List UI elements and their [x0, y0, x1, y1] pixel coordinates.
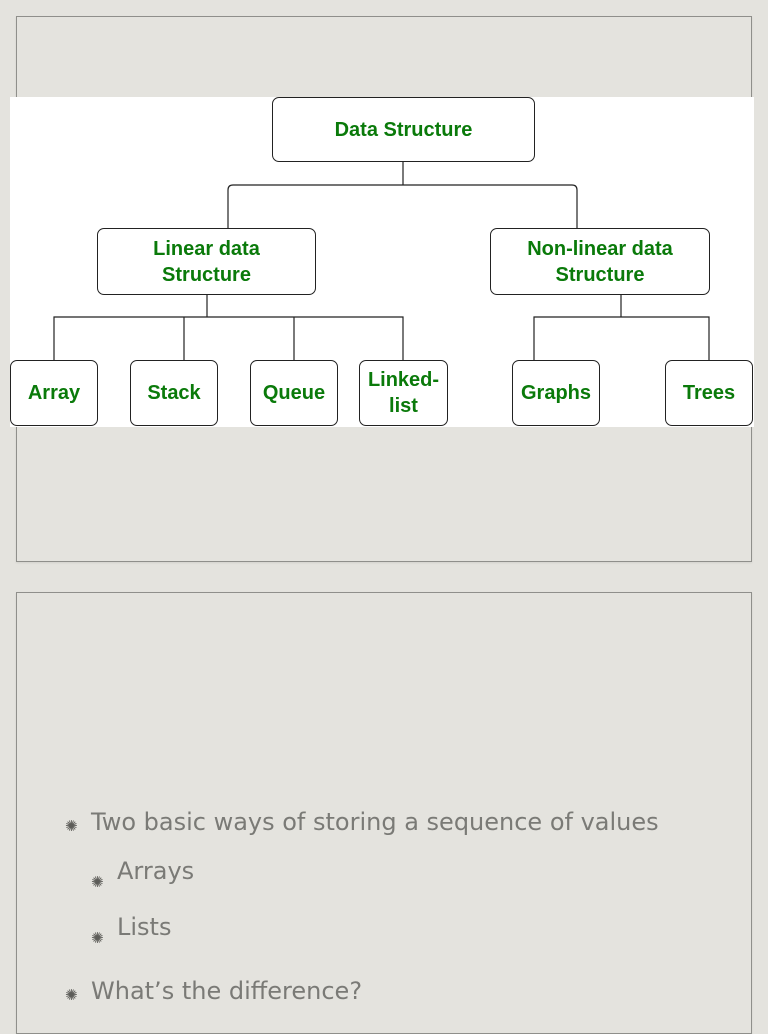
sub-bullet-item: Arrays — [117, 857, 195, 885]
asterisk-bullet-icon: ✺ — [91, 929, 104, 947]
bullet-item: What’s the difference? — [91, 977, 363, 1005]
bullet-item: Two basic ways of storing a sequence of … — [91, 808, 659, 836]
node-stack: Stack — [130, 360, 218, 426]
node-graphs: Graphs — [512, 360, 600, 426]
node-trees: Trees — [665, 360, 753, 426]
bullet-list: ✺ Two basic ways of storing a sequence o… — [17, 593, 751, 1033]
diagram-connectors — [53, 162, 710, 361]
node-linked-list: Linked- list — [359, 360, 448, 426]
node-data-structure: Data Structure — [272, 97, 535, 162]
asterisk-bullet-icon: ✺ — [65, 817, 78, 835]
node-nonlinear-data-structure: Non-linear data Structure — [490, 228, 710, 295]
asterisk-bullet-icon: ✺ — [91, 873, 104, 891]
node-queue: Queue — [250, 360, 338, 426]
data-structure-diagram: Data Structure Linear data Structure Non… — [10, 97, 754, 427]
node-array: Array — [10, 360, 98, 426]
node-linear-data-structure: Linear data Structure — [97, 228, 316, 295]
sub-bullet-item: Lists — [117, 913, 172, 941]
slide-2: ✺ Two basic ways of storing a sequence o… — [16, 592, 752, 1034]
asterisk-bullet-icon: ✺ — [65, 986, 78, 1004]
